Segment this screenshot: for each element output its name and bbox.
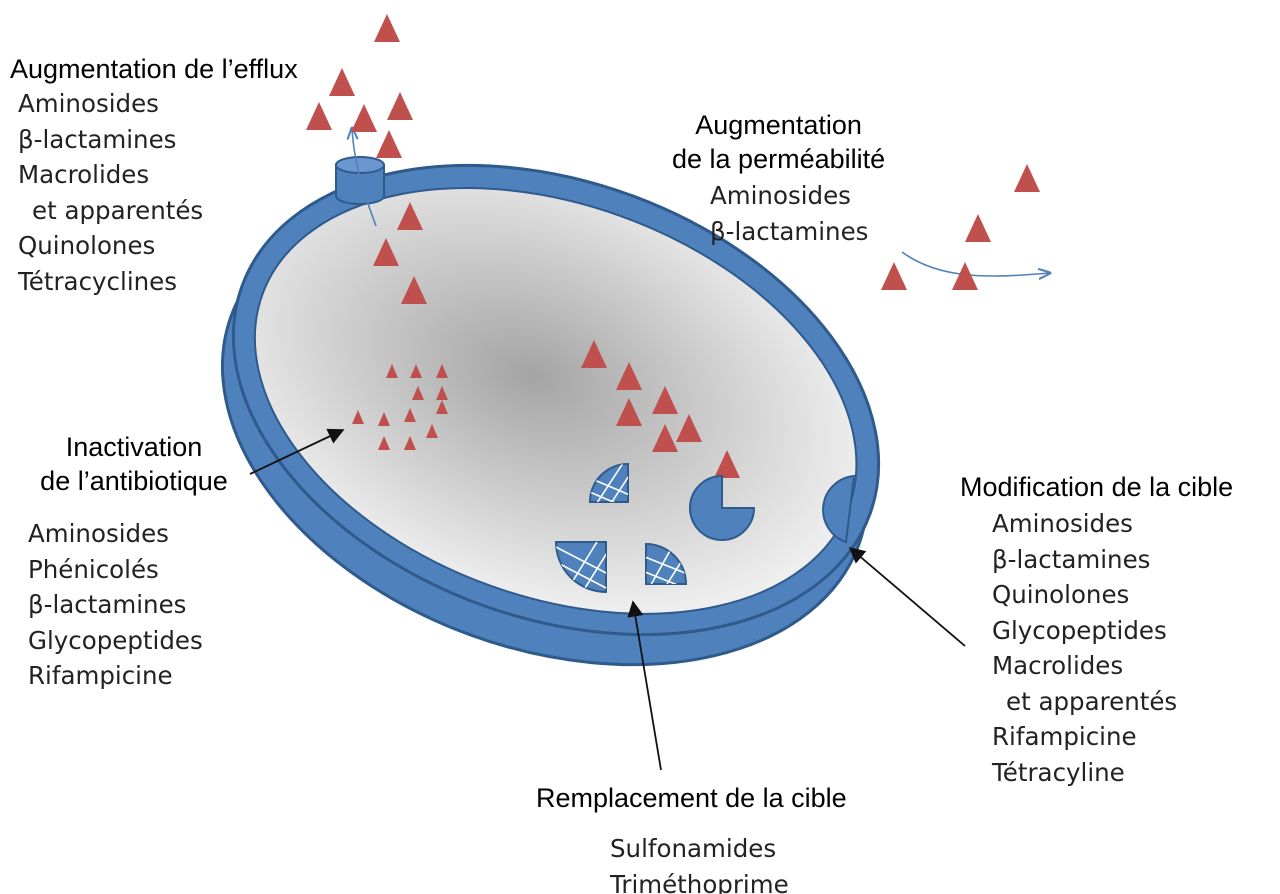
antibiotic-triangle-icon: [376, 130, 402, 158]
replaced-target-2: [554, 541, 607, 594]
permeability-arrow: [901, 251, 1050, 276]
antibiotic-triangle-icon: [306, 102, 332, 130]
antibiotic-class: Aminosides: [710, 181, 851, 210]
antibiotic-triangle-icon: [616, 362, 642, 390]
antibiotic-class: Aminosides: [18, 89, 159, 118]
permeability-title-line-1: Augmentation: [695, 110, 862, 140]
inactivation-antibiotic-list: Aminosides Phénicolés β-lactamines Glyco…: [28, 516, 254, 694]
antibiotic-triangle-icon: [616, 398, 642, 426]
efflux-pump: [335, 156, 385, 205]
antibiotic-triangle-icon: [581, 340, 607, 368]
target-replacement-antibiotic-list: Sulfonamides Triméthoprime: [610, 831, 847, 894]
antibiotic-class: Tétracyline: [992, 757, 1125, 787]
target-replacement-title: Remplacement de la cible: [536, 783, 847, 813]
replaced-target-3: [645, 542, 688, 585]
antibiotic-fragment-icon: [386, 364, 398, 378]
antibiotic-class: β-lactamines: [28, 590, 187, 619]
antibiotic-triangle-icon: [652, 386, 678, 414]
target-modification-block: Modification de la cible Aminosides β-la…: [960, 470, 1233, 790]
replaced-target-disc: [645, 542, 688, 585]
antibiotic-class: Glycopeptides: [28, 625, 203, 655]
inactivation-pointer-arrow: [249, 428, 345, 475]
antibiotic-fragment-icon: [412, 386, 424, 400]
antibiotic-class: Macrolides: [992, 651, 1124, 680]
antibiotic-molecules: [306, 14, 1040, 478]
antibiotic-triangle-icon: [714, 450, 740, 478]
antibiotic-triangle-icon: [401, 276, 427, 304]
antibiotic-triangle-icon: [374, 14, 400, 42]
modification-pointer-arrow: [848, 546, 966, 647]
efflux-pump-top: [335, 156, 385, 174]
antibiotic-class: Rifampicine: [28, 661, 173, 690]
antibiotic-triangle-icon: [676, 414, 702, 442]
antibiotic-class: Triméthoprime: [610, 869, 789, 894]
antibiotic-fragment-icon: [436, 364, 448, 378]
antibiotic-fragment-icon: [378, 412, 390, 426]
antibiotic-fragment-icon: [410, 364, 422, 378]
antibiotic-class: β-lactamines: [710, 216, 869, 246]
modified-target-icon: [822, 474, 856, 544]
antibiotic-fragment-icon: [352, 410, 364, 424]
antibiotic-class: Quinolones: [992, 580, 1130, 609]
antibiotic-fragment-icon: [436, 386, 448, 400]
antibiotic-class: β-lactamines: [18, 124, 177, 154]
antibiotic-class: Aminosides: [28, 519, 169, 548]
antibiotic-triangle-icon: [351, 104, 377, 132]
antibiotic-class: Glycopeptides: [992, 615, 1167, 645]
target-modification-antibiotic-list: Aminosides β-lactamines Quinolones Glyco…: [992, 506, 1233, 790]
antibiotic-triangle-icon: [1014, 164, 1040, 192]
antibiotic-triangle-icon: [965, 214, 991, 242]
efflux-arrow: [352, 128, 377, 227]
antibiotic-class: Sulfonamides: [610, 834, 777, 863]
inactivation-block: Inactivation de l’antibiotique Aminoside…: [14, 430, 254, 694]
replacement-pointer-arrow: [627, 600, 662, 771]
inactivation-title-line-1: Inactivation: [65, 432, 203, 462]
antibiotic-fragment-icon: [426, 424, 438, 438]
efflux-title: Augmentation de l’efflux: [10, 54, 298, 84]
permeability-title-line-2: de la perméabilité: [672, 144, 886, 174]
antibiotic-triangle-icon: [881, 262, 907, 290]
antibiotic-triangle-icon: [329, 68, 355, 96]
permeability-block: Augmentation de la perméabilité Aminosid…: [672, 108, 885, 249]
antibiotic-class: Tétracyclines: [18, 266, 177, 296]
antibiotic-triangle-icon: [373, 238, 399, 266]
antibiotic-triangle-icon: [652, 424, 678, 452]
antibiotic-class: Quinolones: [18, 231, 156, 260]
efflux-pump-body: [335, 164, 385, 205]
efflux-block: Augmentation de l’efflux Aminosides β-la…: [10, 52, 298, 299]
replaced-target-1: [588, 462, 629, 503]
pacman-target-icon: [689, 474, 756, 541]
antibiotic-class: Phénicolés: [28, 554, 159, 584]
antibiotic-fragment-icon: [436, 400, 448, 414]
inactivation-title-line-2: de l’antibiotique: [40, 466, 228, 496]
antibiotic-class: Macrolides: [18, 160, 150, 189]
antibiotic-triangle-icon: [397, 202, 423, 230]
antibiotic-fragment-icon: [378, 436, 390, 450]
antibiotic-class: et apparentés: [32, 195, 204, 225]
antibiotic-class: et apparentés: [1006, 686, 1178, 716]
antibiotic-class: β-lactamines: [992, 544, 1151, 574]
permeability-antibiotic-list: Aminosides β-lactamines: [710, 178, 885, 249]
target-replacement-block: Remplacement de la cible Sulfonamides Tr…: [536, 781, 847, 894]
antibiotic-fragment-icon: [404, 436, 416, 450]
antibiotic-fragment-icon: [404, 408, 416, 422]
antibiotic-triangle-icon: [952, 262, 978, 290]
antibiotic-class: Rifampicine: [992, 722, 1137, 751]
antibiotic-class: Aminosides: [992, 509, 1133, 538]
antibiotic-triangle-icon: [387, 92, 413, 120]
efflux-antibiotic-list: Aminosides β-lactamines Macrolides et ap…: [18, 86, 298, 299]
target-modification-title: Modification de la cible: [960, 472, 1234, 502]
